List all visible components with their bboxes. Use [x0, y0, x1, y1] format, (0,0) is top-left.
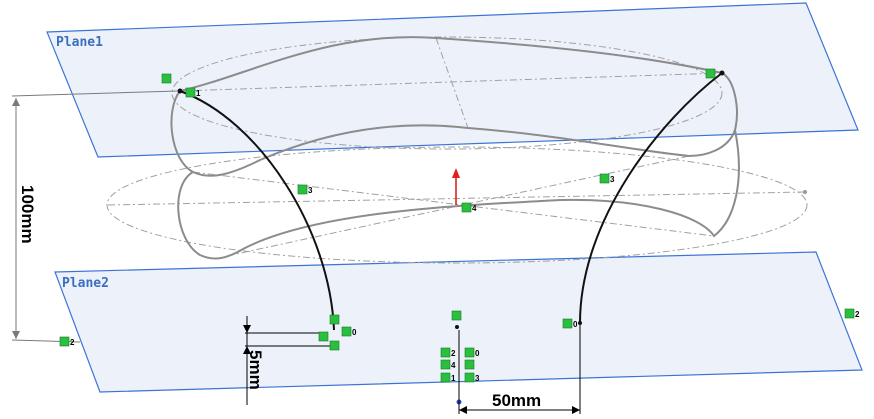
- upper-axis-line-2: [179, 72, 723, 92]
- relation-icon[interactable]: 0: [562, 318, 578, 329]
- vertex-point[interactable]: [455, 325, 459, 329]
- upper-construction-ellipse: [171, 36, 723, 150]
- relation-icon[interactable]: 3: [464, 372, 480, 383]
- relation-icon[interactable]: 0: [341, 326, 357, 337]
- relation-icon[interactable]: [329, 340, 340, 351]
- relation-label: 3: [475, 374, 480, 383]
- relation-icon[interactable]: 0: [464, 347, 480, 358]
- relation-label: 4: [472, 204, 477, 213]
- relation-icon[interactable]: 4: [461, 202, 477, 213]
- relation-label: 3: [308, 186, 313, 195]
- vertex-point[interactable]: [177, 88, 183, 94]
- dimension-width[interactable]: 50mm: [458, 325, 581, 414]
- relation-label: 3: [610, 175, 615, 184]
- relation-label: 4: [451, 361, 456, 370]
- vertex-point[interactable]: [719, 70, 725, 76]
- wave-spline-right-upper[interactable]: [688, 72, 738, 157]
- lower-axis-line-3: [107, 191, 807, 206]
- relation-icon[interactable]: 2: [440, 347, 456, 358]
- relation-icon[interactable]: 3: [599, 173, 615, 184]
- wave-spline-top[interactable]: [179, 36, 723, 92]
- origin-arrow: [452, 168, 460, 205]
- vertex-point[interactable]: [803, 190, 807, 194]
- relation-icon[interactable]: 1: [185, 87, 201, 98]
- wave-spline-mid[interactable]: [170, 90, 690, 177]
- vertex-point[interactable]: [578, 321, 582, 325]
- dimension-width-value[interactable]: 50mm: [492, 391, 541, 410]
- relation-icon[interactable]: 3: [297, 184, 313, 195]
- plane-2-label: Plane2: [62, 276, 109, 291]
- wave-spline[interactable]: [170, 36, 740, 260]
- relation-icon[interactable]: [705, 68, 716, 79]
- relation-icon[interactable]: 2: [59, 336, 75, 347]
- plane-1[interactable]: Plane1: [46, 2, 859, 158]
- plane-2[interactable]: Plane2: [54, 251, 863, 393]
- relation-label: 2: [855, 310, 860, 319]
- relation-icon[interactable]: 2: [844, 308, 860, 319]
- relation-icon[interactable]: 4: [440, 359, 456, 370]
- upper-axis-line-1: [435, 37, 469, 129]
- relation-label: 1: [451, 374, 456, 383]
- relation-label: 1: [196, 89, 201, 98]
- relation-icons[interactable]: 1 3 4 3 2 0: [59, 68, 860, 383]
- dimension-height-value[interactable]: 100mm: [18, 185, 37, 244]
- relation-icon[interactable]: 1: [440, 372, 456, 383]
- relation-label: 0: [573, 320, 578, 329]
- dimension-offset[interactable]: 5mm: [243, 316, 330, 405]
- dimension-offset-value[interactable]: 5mm: [246, 350, 265, 390]
- relation-icon[interactable]: [318, 331, 329, 342]
- wave-spline-lower[interactable]: [177, 129, 740, 260]
- relation-icon[interactable]: [451, 310, 462, 321]
- relation-label: 2: [70, 338, 75, 347]
- extension-line: [11, 90, 179, 97]
- plane-1-surface[interactable]: [46, 2, 859, 158]
- plane-2-surface[interactable]: [54, 251, 863, 393]
- relation-icon[interactable]: [329, 314, 340, 325]
- vertex-markers: [177, 70, 807, 405]
- relation-label: 0: [475, 349, 480, 358]
- relation-label: 0: [352, 328, 357, 337]
- guide-curves[interactable]: [179, 72, 723, 331]
- relation-label: 2: [451, 349, 456, 358]
- relation-icon[interactable]: [464, 359, 475, 370]
- lower-axis-line-1: [192, 171, 715, 237]
- guide-curve-left[interactable]: [179, 90, 335, 331]
- relation-icon[interactable]: [161, 73, 172, 84]
- lower-construction-ellipse: [106, 146, 808, 264]
- plane-1-label: Plane1: [56, 35, 103, 50]
- guide-curve-right[interactable]: [579, 72, 723, 324]
